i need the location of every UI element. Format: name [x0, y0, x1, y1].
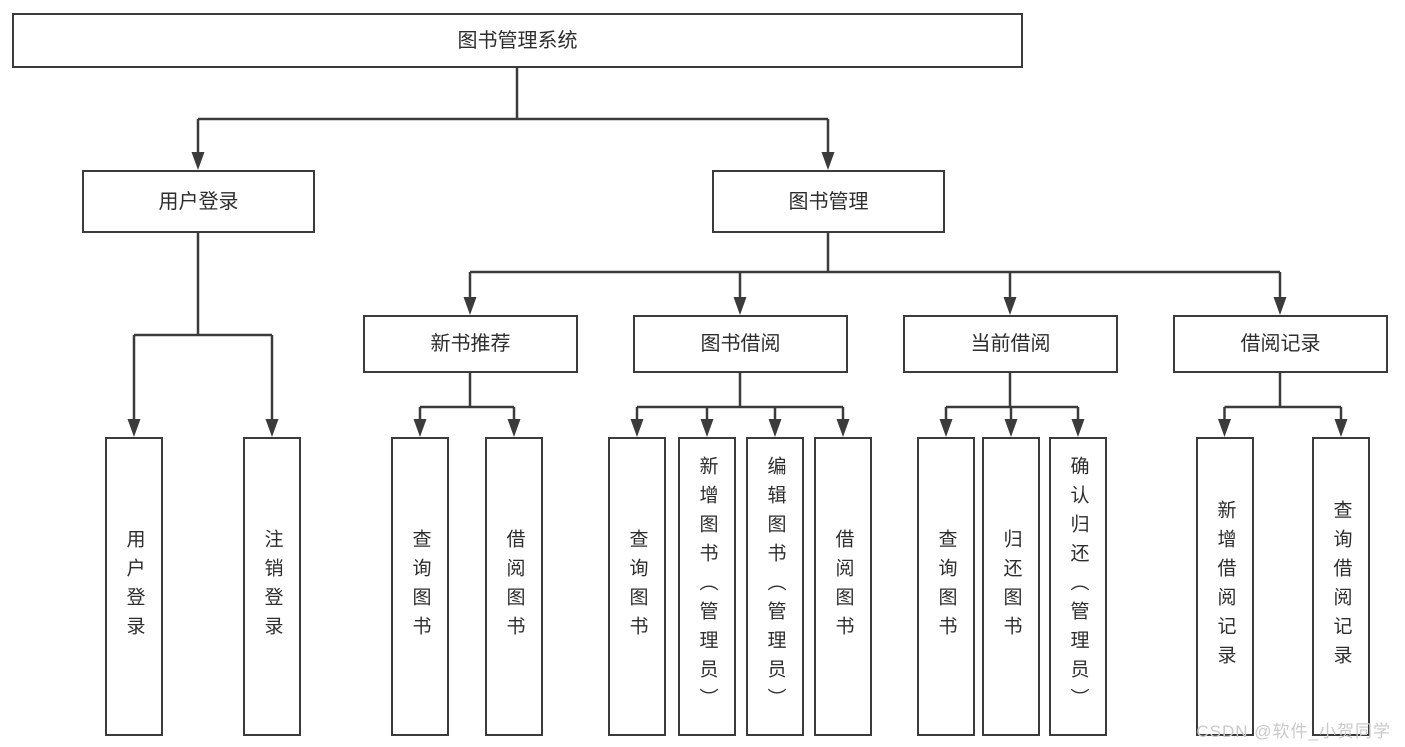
- leaf-query-books-3: 查询图书: [917, 437, 975, 736]
- connector-new-book-recommend: [418, 373, 516, 420]
- arrowhead: [191, 152, 205, 170]
- leaf-borrow-books-1: 借阅图书: [485, 437, 543, 736]
- node-borrow-records: 借阅记录: [1173, 315, 1388, 373]
- node-user-login: 用户登录: [82, 170, 315, 233]
- arrowhead: [1334, 419, 1348, 437]
- arrowhead: [413, 419, 427, 437]
- node-current-borrowing: 当前借阅: [903, 315, 1118, 373]
- arrowhead: [127, 419, 141, 437]
- arrowhead: [463, 297, 477, 315]
- leaf-query-books-1: 查询图书: [391, 437, 449, 736]
- arrowhead: [507, 419, 521, 437]
- connector-borrow-records: [1223, 373, 1343, 420]
- node-book-management: 图书管理: [712, 170, 945, 233]
- leaf-add-book-admin: 新增图书（管理员）: [678, 437, 736, 736]
- node-new-book-recommend: 新书推荐: [363, 315, 578, 373]
- arrowhead: [821, 152, 835, 170]
- arrowhead: [836, 419, 850, 437]
- leaf-user-login: 用户登录: [105, 437, 163, 736]
- connector-book-management: [468, 233, 1282, 298]
- arrowhead: [1273, 297, 1287, 315]
- leaf-borrow-books-2: 借阅图书: [814, 437, 872, 736]
- arrowhead: [768, 419, 782, 437]
- connector-user-login: [132, 233, 274, 420]
- leaf-confirm-return-admin: 确认归还（管理员）: [1049, 437, 1107, 736]
- arrowhead: [733, 297, 747, 315]
- leaf-logout: 注销登录: [243, 437, 301, 736]
- arrowhead: [265, 419, 279, 437]
- arrowhead: [700, 419, 714, 437]
- node-library-system: 图书管理系统: [12, 13, 1023, 68]
- arrowhead: [939, 419, 953, 437]
- leaf-add-borrow-record: 新增借阅记录: [1196, 437, 1254, 736]
- leaf-query-borrow-record: 查询借阅记录: [1312, 437, 1370, 736]
- connector-root: [196, 68, 830, 153]
- arrowhead: [1218, 419, 1231, 437]
- connector-current-borrowing: [944, 373, 1080, 420]
- watermark: CSDN @软件_小贺同学: [1196, 722, 1391, 741]
- arrowhead: [1004, 419, 1018, 437]
- leaf-return-books: 归还图书: [982, 437, 1040, 736]
- arrowhead: [1071, 419, 1085, 437]
- leaf-query-books-2: 查询图书: [608, 437, 666, 736]
- connector-book-borrowing: [635, 373, 845, 420]
- node-book-borrowing: 图书借阅: [633, 315, 848, 373]
- arrowhead: [1003, 297, 1017, 315]
- leaf-edit-book-admin: 编辑图书（管理员）: [746, 437, 804, 736]
- arrowhead: [630, 419, 644, 437]
